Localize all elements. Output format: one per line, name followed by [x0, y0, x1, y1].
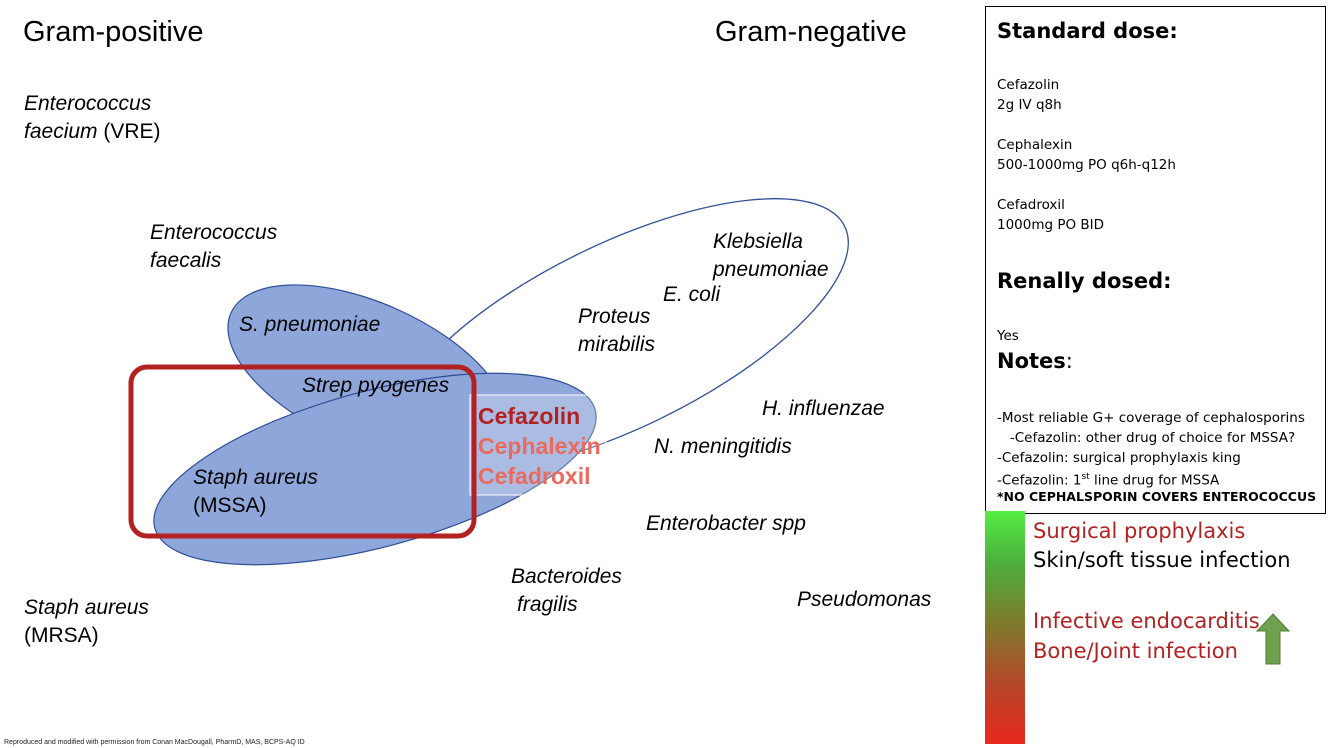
renal-title: Renally dosed:	[997, 269, 1172, 293]
organism-label-line1: Staph aureus	[24, 596, 149, 619]
drug-cephalexin: Cephalexin	[478, 433, 601, 459]
organism-staph-aureus-mssa: Staph aureus (MSSA)	[193, 464, 318, 520]
drug-label-backdrop	[469, 394, 607, 496]
organism-enterococcus-faecium: Enterococcus faecium (VRE)	[24, 90, 161, 146]
note-2: -Cefazolin: other drug of choice for MSS…	[997, 430, 1296, 446]
notes-title-colon: :	[1065, 349, 1073, 373]
dose-cefadroxil-name: Cefadroxil	[997, 197, 1065, 213]
organism-proteus-mirabilis: Proteus mirabilis	[578, 303, 655, 359]
organism-enterobacter: Enterobacter spp	[646, 512, 806, 535]
organism-e-coli: E. coli	[663, 283, 721, 306]
drug-list: Cefazolin Cephalexin Cefadroxil	[478, 401, 601, 491]
organism-enterococcus-faecalis: Enterococcus faecalis	[150, 219, 277, 275]
coverage-diagram	[128, 198, 849, 566]
dosing-panel: Standard dose: Cefazolin 2g IV q8h Cepha…	[985, 6, 1326, 514]
notes-title: Notes:	[997, 349, 1073, 373]
highlight-box	[128, 364, 477, 539]
note-4-pre: -Cefazolin: 1	[997, 472, 1082, 489]
gram-positive-heading: Gram-positive	[23, 16, 204, 48]
staph-coverage-ellipse	[153, 372, 597, 566]
organism-label-line2: (MRSA)	[24, 624, 99, 647]
organism-label-line2: pneumoniae	[713, 258, 829, 281]
organism-label-line2: faecalis	[150, 249, 222, 272]
dose-cephalexin-regimen: 500-1000mg PO q6h-q12h	[997, 157, 1176, 173]
drug-cefazolin: Cefazolin	[478, 403, 581, 429]
organism-h-influenzae: H. influenzae	[762, 397, 885, 420]
organism-staph-aureus-mrsa: Staph aureus (MRSA)	[24, 594, 149, 650]
organism-label-line2: mirabilis	[578, 333, 656, 356]
footnote: Reproduced and modified with permission …	[4, 739, 305, 746]
organism-label-line1: Proteus	[578, 305, 651, 328]
organism-label-line1: Enterococcus	[24, 92, 152, 115]
note-4: -Cefazolin: 1st line drug for MSSA	[997, 467, 1219, 491]
indication-bone-joint: Bone/Joint infection	[1033, 639, 1238, 663]
organism-label-line2: (MSSA)	[193, 494, 267, 517]
organism-label-genus: faecium	[24, 120, 98, 143]
standard-dose-title: Standard dose:	[997, 19, 1178, 43]
dose-cefazolin-regimen: 2g IV q8h	[997, 97, 1062, 113]
dose-cefazolin-name: Cefazolin	[997, 77, 1060, 93]
notes-title-text: Notes	[997, 349, 1066, 373]
organism-s-pneumoniae: S. pneumoniae	[239, 313, 381, 336]
note-4-sup: st	[1081, 472, 1090, 482]
dose-cefadroxil-regimen: 1000mg PO BID	[997, 217, 1105, 233]
indication-infective-endocarditis: Infective endocarditis	[1033, 609, 1260, 633]
dose-cephalexin-name: Cephalexin	[997, 137, 1073, 153]
organism-label-line1: Bacteroides	[511, 565, 622, 588]
organism-label-line1: Staph aureus	[193, 466, 318, 489]
severity-gradient-bar	[985, 511, 1025, 744]
organism-label-line2: faecium (VRE)	[24, 118, 161, 146]
organism-strep-pyogenes: Strep pyogenes	[302, 374, 450, 397]
gram-negative-heading: Gram-negative	[715, 16, 907, 48]
indication-surgical-prophylaxis: Surgical prophylaxis	[1033, 519, 1246, 543]
organism-label-line1: Klebsiella	[713, 230, 803, 253]
drug-cefadroxil: Cefadroxil	[478, 463, 591, 489]
up-arrow-icon	[1256, 613, 1290, 665]
organism-n-meningitidis: N. meningitidis	[654, 435, 792, 458]
organism-label-line1: Enterococcus	[150, 221, 278, 244]
note-4-post: line drug for MSSA	[1089, 472, 1220, 489]
note-3: -Cefazolin: surgical prophylaxis king	[997, 450, 1241, 466]
note-1: -Most reliable G+ coverage of cephalospo…	[997, 410, 1305, 426]
renal-value: Yes	[997, 328, 1019, 344]
indication-skin-soft-tissue: Skin/soft tissue infection	[1033, 548, 1291, 572]
organism-label-note: (VRE)	[97, 120, 161, 143]
organism-pseudomonas: Pseudomonas	[797, 588, 932, 611]
organism-label-line2: fragilis	[517, 593, 578, 616]
organism-klebsiella-pneumoniae: Klebsiella pneumoniae	[713, 228, 829, 284]
note-5: *NO CEPHALSPORIN COVERS ENTEROCOCCUS	[997, 489, 1317, 504]
organism-bacteroides-fragilis: Bacteroides fragilis	[511, 563, 622, 619]
